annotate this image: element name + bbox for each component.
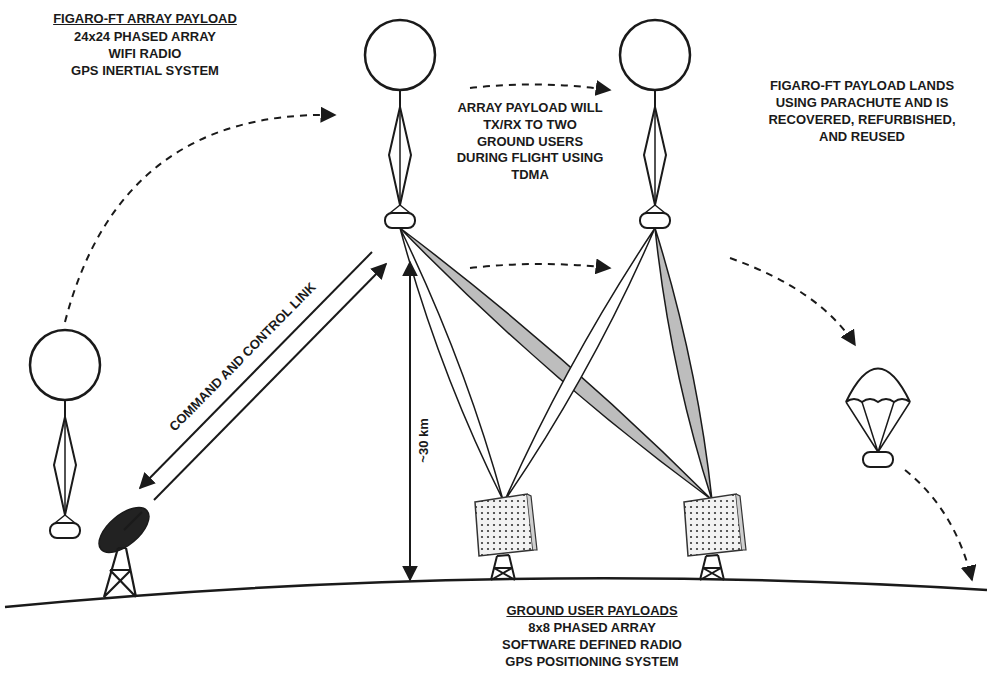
heading: FIGARO-FT ARRAY PAYLOAD (53, 11, 237, 28)
flight-path-arrow (65, 115, 335, 322)
rf-beam (400, 228, 712, 500)
flight-path-arrow (730, 258, 855, 345)
ground-phased-array (684, 494, 746, 580)
balloon-payload (620, 20, 690, 228)
parachute-canopy (846, 369, 910, 403)
flight-path-arrow (470, 264, 610, 268)
balloon-payload (365, 20, 435, 228)
rf-beam (505, 228, 655, 500)
spec-line: GPS POSITIONING SYSTEM (505, 654, 678, 671)
altitude-dimension (409, 262, 411, 580)
parachute (846, 369, 910, 468)
spec-line: 8x8 PHASED ARRAY (528, 620, 656, 637)
payload (863, 452, 893, 467)
spec-line: WIFI RADIO (109, 46, 182, 63)
spec-line: 24x24 PHASED ARRAY (74, 29, 216, 46)
flight-path (65, 84, 972, 580)
command-link-arrow (154, 264, 386, 500)
ground-station-dish (91, 499, 156, 597)
earth-surface (5, 578, 987, 607)
dish-reflector (91, 499, 156, 561)
flight-path-arrow (905, 470, 972, 580)
parachute-lines (846, 402, 910, 452)
spec-line: SOFTWARE DEFINED RADIO (502, 637, 682, 654)
rf-beam (655, 228, 712, 500)
heading: GROUND USER PAYLOADS (506, 603, 677, 620)
note: ARRAY PAYLOAD WILL TX/RX TO TWO GROUND U… (455, 100, 605, 184)
ground-phased-array (475, 494, 537, 580)
spec-line: GPS INERTIAL SYSTEM (71, 63, 219, 80)
rf-beam (400, 228, 503, 500)
dish-feed (124, 512, 142, 530)
balloon-payload (30, 330, 100, 538)
note: FIGARO-FT PAYLOAD LANDS USING PARACHUTE … (755, 78, 970, 146)
command-link-arrow (140, 252, 372, 488)
link-label: COMMAND AND CONTROL LINK (166, 279, 320, 435)
dimension-label: ~30 km (416, 418, 433, 462)
dish-tower (104, 548, 136, 597)
flight-path-arrow (470, 84, 610, 90)
